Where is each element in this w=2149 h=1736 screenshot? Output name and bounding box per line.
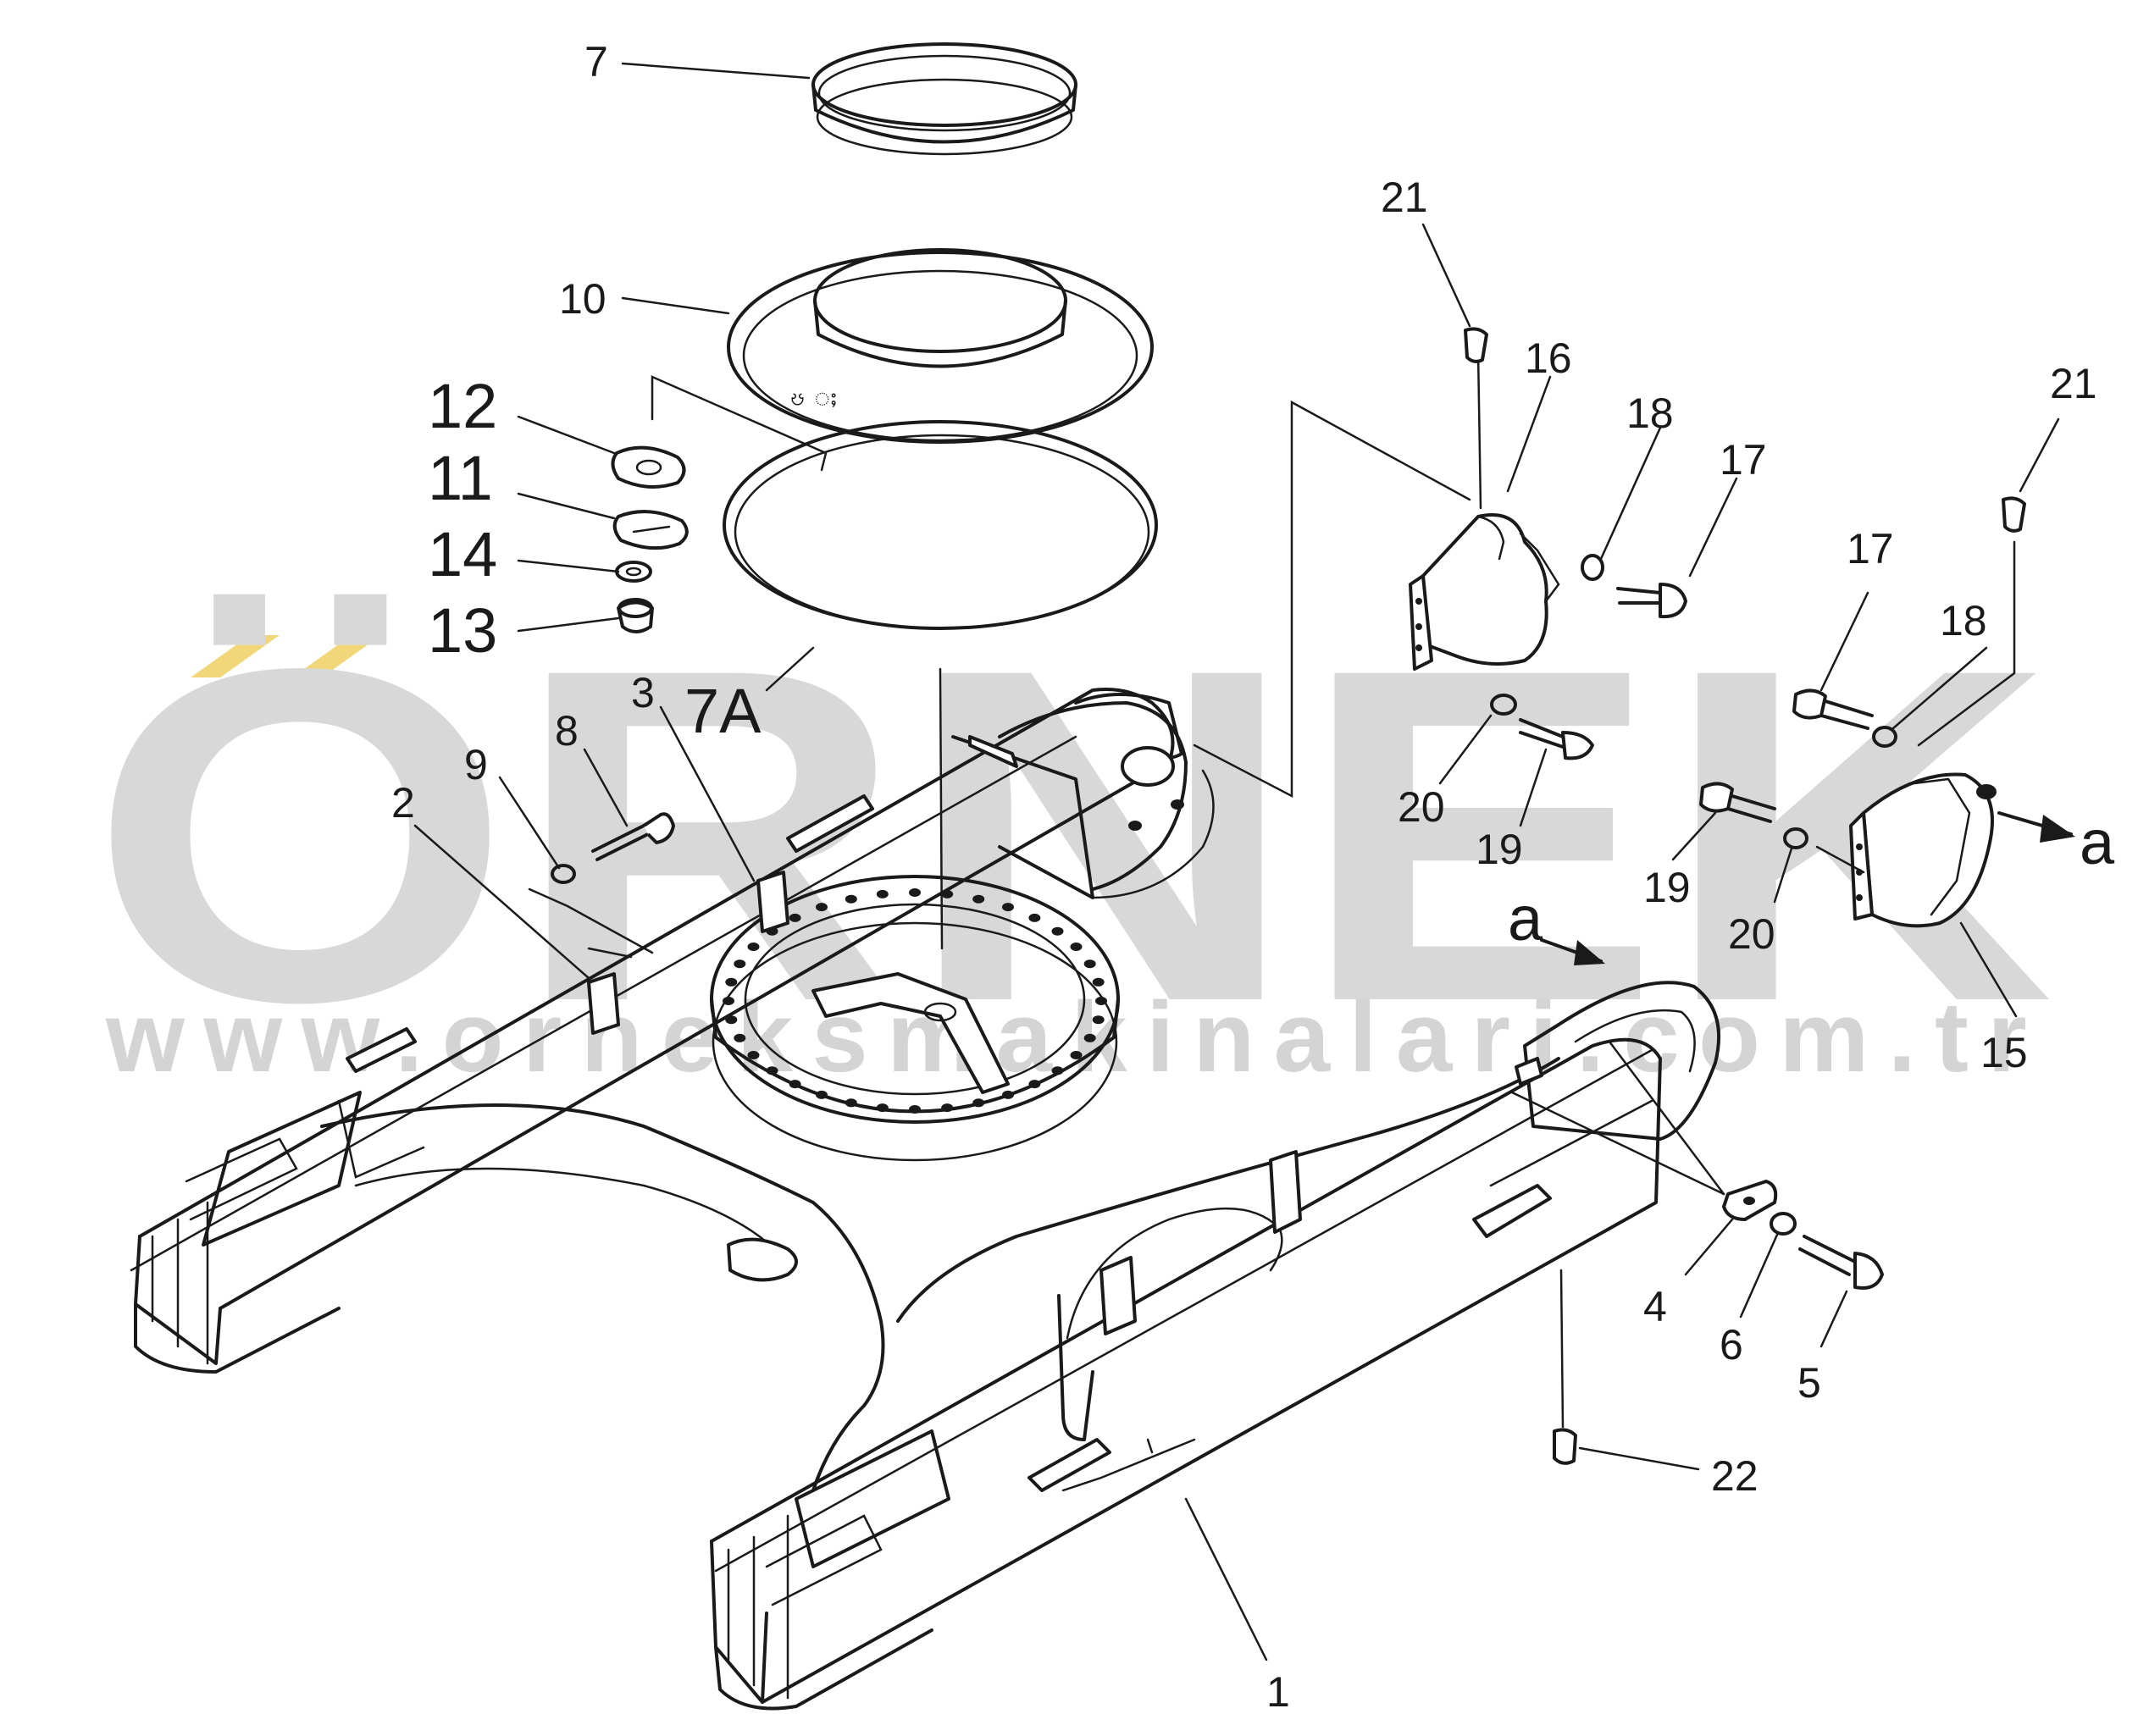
bolt-hole <box>725 1015 738 1025</box>
bolt-hole <box>1070 1051 1083 1059</box>
bolt-hole <box>1051 1066 1064 1075</box>
watermark-accent-right <box>292 635 381 677</box>
part-label-p20a: 20 <box>1398 783 1445 831</box>
bracket-2-3 <box>587 871 789 1035</box>
bolt-hole <box>1028 913 1041 922</box>
part-label-p15: 15 <box>1980 1029 2028 1076</box>
bolt-hole <box>845 894 857 904</box>
bolt-hole <box>1092 977 1105 987</box>
bolt-hole <box>725 977 738 987</box>
part-label-p19a: 19 <box>1476 826 1523 873</box>
part-16-cover <box>1409 513 1560 671</box>
bolt-holes <box>723 888 1107 1114</box>
bolt-hole <box>909 888 921 897</box>
part-label-p3: 3 <box>631 669 655 716</box>
bolt-hole <box>1002 903 1014 912</box>
part-label-p17b: 17 <box>1847 525 1894 572</box>
bolt-hole <box>1028 1080 1041 1089</box>
part-label-p4: 4 <box>1643 1283 1667 1330</box>
bolt-hole <box>941 889 954 898</box>
part-label-p11: 11 <box>428 443 493 513</box>
bolt-hole <box>734 959 746 969</box>
part-10-seal: ၓ ႈ <box>727 248 1154 444</box>
bolt-hole <box>909 1105 921 1114</box>
part-7a-oring <box>723 420 1158 630</box>
bolt-hole <box>1083 1033 1096 1042</box>
bolt-hole <box>734 1033 746 1042</box>
part-label-p7: 7 <box>584 38 608 86</box>
part-label-p2: 2 <box>391 779 415 827</box>
part-label-p8: 8 <box>555 707 579 755</box>
bolt-hole <box>747 1051 760 1059</box>
bolt-hole <box>789 1080 801 1089</box>
watermark: ÖRNEK www.orneksmakinalari.com.tr <box>89 570 2054 1100</box>
part-21-upper <box>1464 327 1488 363</box>
part-label-p9: 9 <box>464 741 488 788</box>
watermark-accent-left <box>191 635 280 677</box>
leader-seal-bracket <box>651 375 828 472</box>
part-label-p17a: 17 <box>1720 436 1767 484</box>
bolt-hole <box>845 1098 857 1108</box>
part-label-p20b: 20 <box>1728 910 1775 958</box>
part-label-p22: 22 <box>1711 1452 1759 1500</box>
bolt-hole <box>1051 926 1064 936</box>
part-7-ring <box>811 42 1077 156</box>
bolt-hole <box>723 997 734 1005</box>
part-label-p18b: 18 <box>1940 597 1987 644</box>
svg-text:ၓ ႈ: ၓ ႈ <box>789 383 837 411</box>
part-label-p21a: 21 <box>1381 174 1428 221</box>
bolts-17-20-lower <box>1699 688 1897 849</box>
bolt-hole <box>766 1066 778 1075</box>
part-labels: 12345677A8910111213141516171718181919202… <box>391 38 2115 1716</box>
parts-4-6 <box>1722 1180 1884 1290</box>
leader-8-9 <box>528 887 654 954</box>
bolt-hole <box>1070 943 1083 951</box>
callout-leaders <box>413 62 2075 1661</box>
part-label-p14: 14 <box>428 519 497 589</box>
lower-idler-bracket <box>1515 981 1721 1141</box>
leader-cover-to-frame <box>1193 400 1471 799</box>
part-21-lower <box>2002 496 2026 533</box>
bolt-8-washer-9 <box>551 812 675 884</box>
bolt-hole <box>876 889 889 898</box>
bolt-hole <box>876 1103 889 1113</box>
part-22 <box>1553 1428 1577 1465</box>
watermark-brand: ÖRNEK <box>89 570 2054 1100</box>
part-label-p1: 1 <box>1266 1668 1290 1716</box>
part-label-p19b: 19 <box>1643 864 1691 911</box>
part-label-p10: 10 <box>559 275 606 323</box>
part-label-p5: 5 <box>1797 1359 1821 1407</box>
bolt-hole <box>1002 1090 1014 1099</box>
part-label-pa2: a <box>2080 807 2115 877</box>
part-label-p21b: 21 <box>2050 360 2097 407</box>
part-label-p12: 12 <box>428 371 497 441</box>
part-label-p13: 13 <box>428 595 497 666</box>
bolt-hole <box>789 913 801 922</box>
bolt-hole <box>1095 997 1107 1005</box>
part-label-p18a: 18 <box>1626 390 1674 437</box>
part-label-p6: 6 <box>1720 1321 1743 1368</box>
part-label-p16: 16 <box>1525 334 1572 382</box>
bolt-hole <box>1092 1015 1105 1025</box>
upper-idler-bracket <box>951 693 1215 899</box>
bolt-hole <box>941 1103 954 1113</box>
bolt-hole <box>747 943 760 951</box>
bolt-hole <box>816 1090 828 1099</box>
bolts-17-20-upper <box>1490 554 1687 760</box>
part-label-pa1: a <box>1508 883 1543 954</box>
bolt-hole <box>972 1098 985 1108</box>
small-parts-11-14 <box>611 445 689 633</box>
swing-circle-seat <box>710 875 1120 1162</box>
part-label-p7a: 7A <box>684 676 762 746</box>
bolt-hole <box>1083 959 1096 969</box>
bolt-hole <box>816 903 828 912</box>
bolt-hole <box>972 894 985 904</box>
part-15-cover <box>1849 772 1997 928</box>
